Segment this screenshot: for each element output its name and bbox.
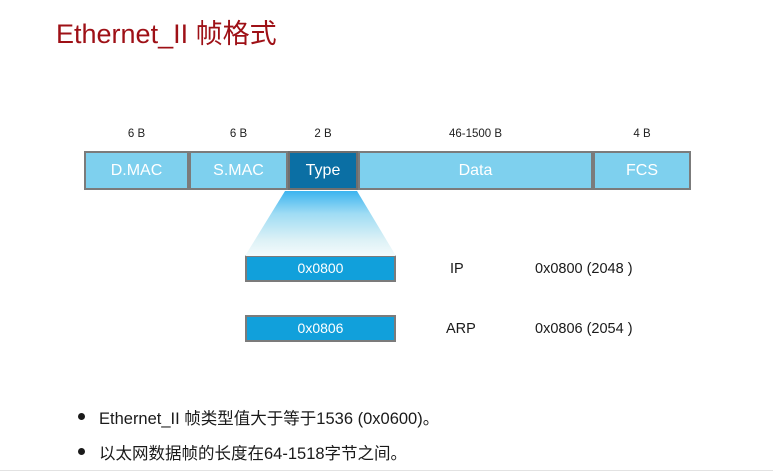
bullet-text-2: 以太网数据帧的长度在64-1518字节之间。 (99, 445, 408, 463)
frame-field-fcs[interactable]: FCS (593, 151, 691, 190)
protocol-name-arp: ARP (446, 321, 476, 337)
protocol-value-ip: 0x0800 (2048 ) (535, 261, 633, 277)
type-callout-funnel (245, 191, 396, 256)
bullet-dot-icon (78, 448, 85, 455)
list-item: 以太网数据帧的长度在64-1518字节之间。 (78, 440, 718, 464)
frame-field-row: D.MAC S.MAC Type Data FCS (84, 151, 691, 190)
slide-bottom-divider (0, 470, 773, 471)
frame-field-type[interactable]: Type (288, 151, 358, 190)
frame-size-type: 2 B (314, 128, 332, 140)
ethernet-frame-diagram: 6 B 6 B 2 B 46-1500 B 4 B D.MAC S.MAC Ty… (84, 128, 691, 198)
frame-size-label-row: 6 B 6 B 2 B 46-1500 B 4 B (84, 128, 691, 150)
frame-size-fcs: 4 B (633, 128, 651, 140)
frame-size-data: 46-1500 B (448, 128, 503, 140)
protocol-value-arp: 0x0806 (2054 ) (535, 321, 633, 337)
frame-field-data[interactable]: Data (358, 151, 593, 190)
bullet-dot-icon (78, 413, 85, 420)
type-value-box-arp[interactable]: 0x0806 (245, 315, 396, 342)
frame-size-dmac: 6 B (127, 128, 146, 140)
page-title: Ethernet_II 帧格式 (56, 19, 277, 49)
type-value-box-ip[interactable]: 0x0800 (245, 255, 396, 282)
frame-field-smac[interactable]: S.MAC (189, 151, 288, 190)
frame-size-smac: 6 B (229, 128, 248, 140)
bullet-text-1: Ethernet_II 帧类型值大于等于1536 (0x0600)。 (99, 410, 440, 428)
frame-field-dmac[interactable]: D.MAC (84, 151, 189, 190)
list-item: Ethernet_II 帧类型值大于等于1536 (0x0600)。 (78, 405, 718, 429)
protocol-name-ip: IP (450, 261, 464, 277)
bullet-list: Ethernet_II 帧类型值大于等于1536 (0x0600)。 以太网数据… (78, 405, 718, 475)
